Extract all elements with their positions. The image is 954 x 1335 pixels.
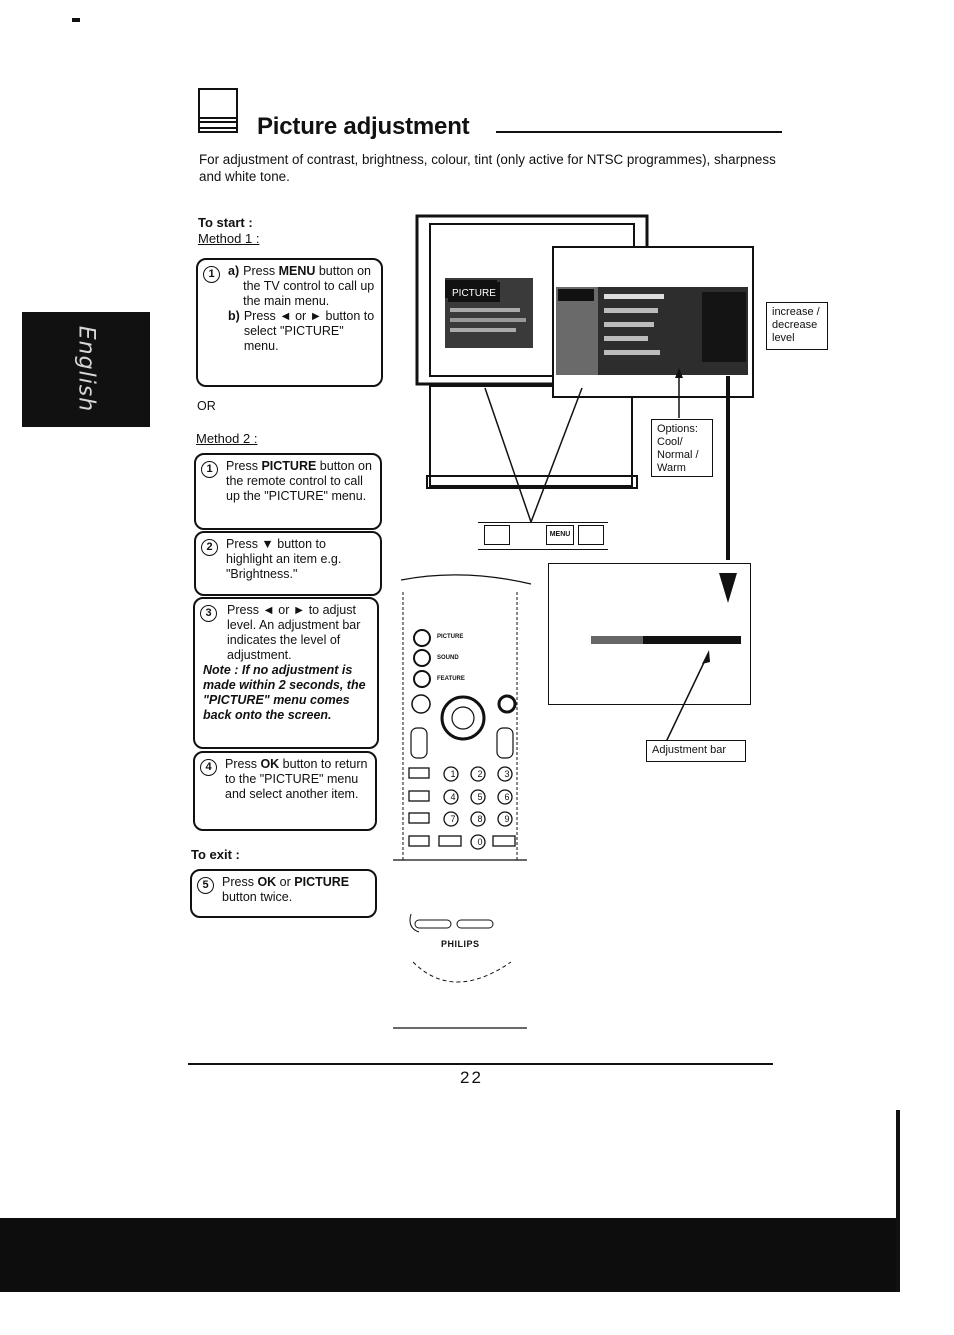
step-text: Press ◄ or ► to adjust level. An adjustm… (227, 603, 361, 662)
step-bold: PICTURE (261, 459, 317, 473)
menu-button[interactable]: MENU (546, 525, 574, 545)
step-bold: OK (257, 875, 277, 889)
program-button[interactable] (484, 525, 510, 545)
step-number: 1 (201, 461, 218, 478)
method2-step-4: 4 Press OK button to return to the "PICT… (193, 751, 377, 831)
step-number: 5 (197, 877, 214, 894)
title-rule (496, 131, 782, 133)
adjustment-screen (548, 563, 751, 705)
or-label: OR (197, 399, 216, 413)
remote-digit-0[interactable]: 0 (477, 837, 483, 847)
remote-control (393, 574, 532, 1029)
exit-step: 5 Press OK or PICTURE button twice. (190, 869, 377, 918)
volume-button[interactable] (578, 525, 604, 545)
remote-digit-3[interactable]: 3 (504, 769, 510, 779)
method2-step-1: 1 Press PICTURE button on the remote con… (194, 453, 382, 530)
tv-control-panel: MENU (478, 522, 608, 550)
remote-digit-9[interactable]: 9 (504, 814, 510, 824)
step-text: Press (225, 757, 257, 771)
step-text: button on the TV control to call up the … (243, 264, 375, 308)
step-text: button to return to the "PICTURE" menu a… (225, 757, 368, 801)
remote-digit-6[interactable]: 6 (504, 792, 510, 802)
language-tab: English (22, 312, 150, 427)
method1-step-box: 1 a) Press MENU button on the TV control… (196, 258, 383, 387)
picture-menu-tag: PICTURE (448, 282, 500, 302)
step-bold: OK (260, 757, 280, 771)
tv-diagram (415, 214, 760, 560)
to-start-heading: To start : (198, 215, 253, 230)
remote-digit-2[interactable]: 2 (477, 769, 483, 779)
step-text: Press (222, 875, 254, 889)
scan-edge-right (896, 1110, 900, 1292)
options-callout: Options: Cool/ Normal / Warm (651, 419, 713, 477)
sub-marker-b: b) (228, 309, 240, 323)
remote-key-feature[interactable]: FEATURE (437, 676, 465, 682)
step-number: 1 (203, 266, 220, 283)
footer-rule (188, 1063, 773, 1065)
step-number: 3 (200, 605, 217, 622)
scan-mark (72, 18, 80, 22)
method2-step-2: 2 Press ▼ button to highlight an item e.… (194, 531, 382, 596)
remote-digit-1[interactable]: 1 (450, 769, 456, 779)
sub-marker-a: a) (228, 264, 240, 278)
method2-heading: Method 2 : (196, 431, 258, 446)
intro-text: For adjustment of contrast, brightness, … (199, 152, 776, 184)
step-text: or (279, 875, 291, 889)
language-tab-label: English (73, 325, 99, 413)
remote-digit-8[interactable]: 8 (477, 814, 483, 824)
remote-key-picture[interactable]: PICTURE (437, 634, 464, 640)
step-text: button twice. (222, 890, 293, 904)
remote-brand-logo: PHILIPS (441, 939, 480, 949)
tv-screen-icon (198, 88, 238, 133)
adjustment-pointer (665, 650, 710, 743)
step-bold: MENU (278, 264, 316, 278)
adjustment-bar-callout: Adjustment bar (646, 740, 746, 762)
step-text: Press ◄ or ► button to select "PICTURE" … (243, 309, 375, 353)
remote-key-sound[interactable]: SOUND (437, 655, 459, 661)
arrow-down-icon (719, 573, 737, 603)
method1-heading: Method 1 : (198, 231, 260, 246)
remote-digit-7[interactable]: 7 (450, 814, 456, 824)
step-number: 4 (200, 759, 217, 776)
remote-digit-5[interactable]: 5 (477, 792, 483, 802)
remote-digit-4[interactable]: 4 (450, 792, 456, 802)
step-note: Note : If no adjustment is made within 2… (203, 663, 366, 722)
step-text: Press ▼ button to highlight an item e.g.… (226, 537, 342, 581)
step-text: button on the remote control to call up … (226, 459, 372, 503)
scan-edge-band (0, 1218, 900, 1292)
increase-decrease-callout: increase / decrease level (766, 302, 828, 350)
step-number: 2 (201, 539, 218, 556)
page-title: Picture adjustment (257, 113, 470, 140)
to-exit-heading: To exit : (191, 847, 240, 862)
adjustment-bar-label-area (591, 636, 643, 644)
step-bold: PICTURE (294, 875, 350, 889)
step-text: Press (226, 459, 258, 473)
adjustment-bar (591, 636, 741, 644)
step-text: Press (243, 264, 276, 278)
picture-menu-tag-label: PICTURE (452, 288, 496, 299)
page-number: 22 (460, 1068, 483, 1087)
method2-step-3: 3 Press ◄ or ► to adjust level. An adjus… (193, 597, 379, 749)
